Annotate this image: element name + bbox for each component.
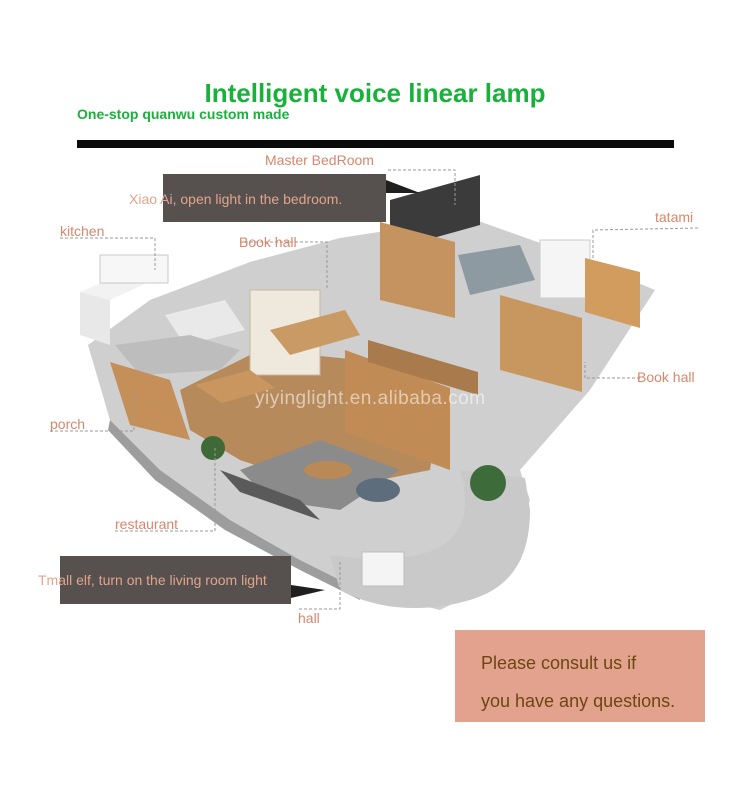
dining-table — [195, 370, 275, 403]
porch-wall — [110, 362, 190, 440]
leader-book-hall-left — [240, 241, 328, 290]
kitchen-wall-cabinet — [99, 254, 169, 284]
bed — [458, 245, 535, 295]
label-hall: hall — [298, 610, 320, 626]
bedroom-panel — [380, 222, 455, 318]
living-callout-pointer — [291, 585, 325, 598]
voice-callout-living-room-text: Tmall elf, turn on the living room light — [38, 572, 267, 588]
tatami-shelf — [539, 239, 591, 299]
leader-master-bedroom — [388, 169, 456, 205]
tv-wall — [368, 340, 478, 395]
label-porch: porch — [50, 416, 86, 432]
watermark: yiyinglight.en.alibaba.com — [255, 388, 486, 409]
voice-callout-living-room: Tmall elf, turn on the living room light — [38, 556, 291, 604]
book-hall-right-wall — [500, 295, 582, 392]
coffee-table — [304, 461, 352, 479]
label-restaurant: restaurant — [115, 516, 179, 532]
floor-slab-edge — [108, 420, 360, 600]
label-master-bedroom: Master BedRoom — [265, 152, 374, 168]
page-subtitle: One-stop quanwu custom made — [77, 106, 290, 122]
bedroom-callout-pointer — [386, 180, 420, 193]
sofa — [220, 470, 320, 520]
voice-callout-bedroom: Xiao Ai, open light in the bedroom. — [129, 174, 386, 222]
kitchen-floor — [115, 335, 240, 375]
armchair — [356, 478, 400, 502]
plant — [470, 465, 506, 501]
kitchen-island — [165, 300, 245, 345]
tatami-room — [585, 258, 640, 328]
consult-line-2: you have any questions. — [481, 691, 676, 711]
consult-line-1: Please consult us if — [481, 653, 637, 673]
page-title: Intelligent voice linear lamp — [204, 78, 546, 108]
living-divider — [345, 350, 450, 470]
header-divider — [77, 140, 674, 148]
book-hall-left-shelf — [270, 310, 360, 355]
voice-callout-bedroom-text: Xiao Ai, open light in the bedroom. — [129, 191, 343, 207]
label-kitchen: kitchen — [60, 223, 105, 239]
label-book-hall-right: Book hall — [637, 369, 695, 385]
leader-kitchen — [60, 237, 156, 270]
hall-cabinet — [361, 551, 405, 587]
plant — [201, 436, 225, 460]
leader-book-hall-right — [584, 362, 640, 379]
leader-porch — [50, 395, 135, 432]
leader-hall — [299, 560, 341, 610]
label-tatami: tatami — [655, 209, 694, 225]
kitchen-cabinet — [80, 292, 110, 345]
label-book-hall-left: Book hall — [239, 234, 297, 250]
leader-tatami — [592, 227, 699, 260]
leader-restaurant — [115, 448, 216, 532]
consult-box: Please consult us if you have any questi… — [455, 630, 705, 722]
